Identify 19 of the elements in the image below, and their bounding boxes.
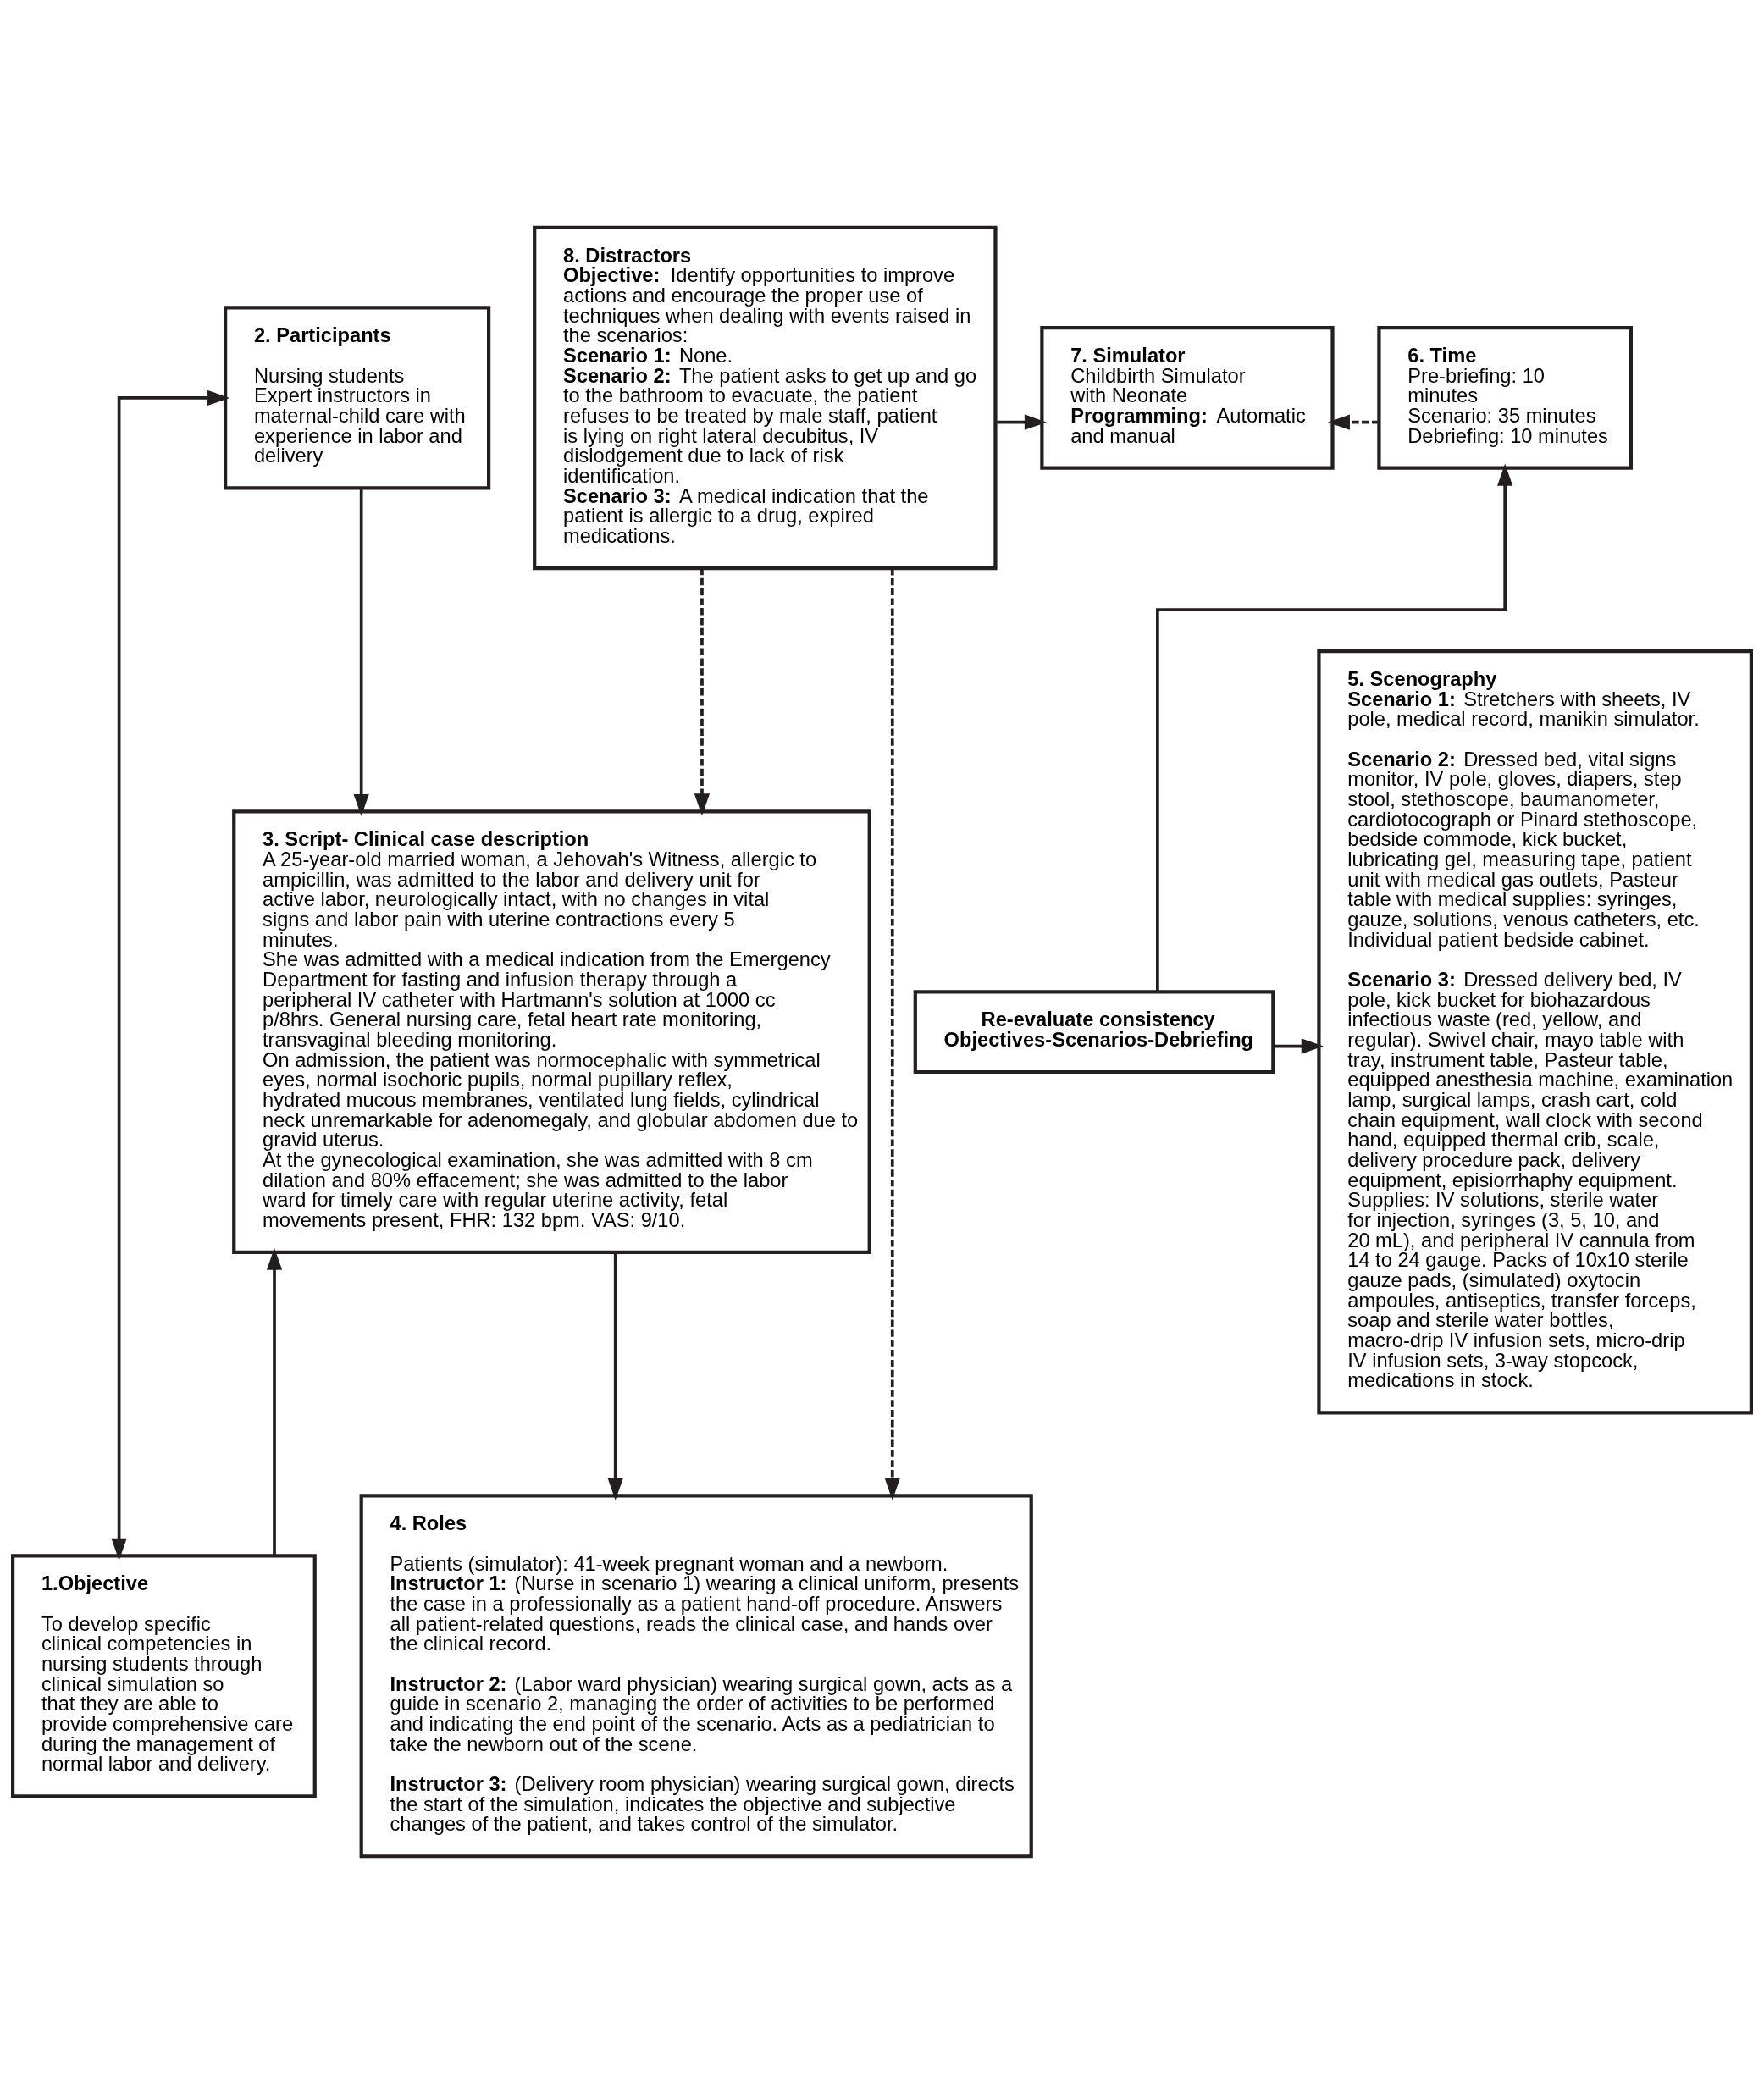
- arrow: [1273, 1037, 1324, 1054]
- arrow: [995, 414, 1047, 430]
- node-box: 1.Objective To develop specific clinical competencies in nursing students through clinical simulation so that they are able to provide comprehensive care during the management of normal labor and delivery.: [11, 1553, 317, 1798]
- arrow: [694, 567, 711, 815]
- arrow: [1327, 414, 1380, 430]
- arrow: [1156, 463, 1513, 992]
- node-box: 8. Distractors Objective: Identify opportunities to improve actions and encourage the proper use of techniques when dealing with events raised in the scenarios: Scenario 1: None. Scenario 2: The patient asks to get up and go to the bathroom to evacuate, the patient refuses to be treated by male staff, patient is lying on right lateral decubitus, IV dislodgement due to lack of risk identification. Scenario 3: A medical indication that the patient is allergic to a drug, expired medications.: [533, 225, 998, 570]
- arrow: [266, 1247, 283, 1555]
- node-box: 4. Roles Patients (simulator): 41-week pregnant woman and a newborn. Instructor 1: (Nurse in scenario 1) wearing a clinical uniform, presents the case in a professionally as a patient hand-off procedure. Answers all patient-related questions, reads the clinical case, and hands over the clinical record. Instructor 2: (Labor ward physician) wearing surgical gown, acts as a guide in scenario 2, managing the order of activities to be performed and indicating the end point of the scenario. Acts as a pediatrician to take the newborn out of the scene. Instructor 3: (Delivery room physician) wearing surgical gown, directs the start of the simulation, indicates the objective and subjective changes of the patient, and takes control of the simulator.: [359, 1493, 1033, 1858]
- arrow: [884, 567, 900, 1500]
- node-box: 3. Script- Clinical case description A 25-year-old married woman, a Jehovah's Witness, allergic to ampicillin, was admitted to the labor and delivery unit for active labor, neurologically intact, with no changes in vital signs and labor pain with uterine contractions every 5 minutes. She was admitted with a medical indication from the Emergency Department for fasting and infusion therapy through a peripheral IV catheter with Hartmann's solution at 1000 cc p/8hrs. General nursing care, fetal heart rate monitoring, transvaginal bleeding monitoring. On admission, the patient was normocephalic with symmetrical eyes, normal isochoric pupils, normal pupillary reflex, hydrated mucous membranes, ventilated lung fields, cylindrical neck unremarkable for adenomegaly, and globular abdomen due to gravid uterus. At the gynecological examination, she was admitted with 8 cm dilation and 80% effacement; she was admitted to the labor ward for timely care with regular uterine activity, fetal movements present, FHR: 132 bpm. VAS: 9/10.: [232, 809, 871, 1254]
- node-box: 7. Simulator Childbirth Simulator with Neonate Programming: Automatic and manual: [1040, 325, 1335, 470]
- arrow: [353, 487, 369, 816]
- arrow: [607, 1251, 623, 1500]
- arrow: [111, 390, 230, 1561]
- node-box: 2. Participants Nursing students Expert instructors in maternal-child care with experience in labor and delivery: [224, 305, 491, 489]
- node-box: Re-evaluate consistency Objectives-Scenarios-Debriefing: [913, 989, 1275, 1074]
- node-box: 6. Time Pre-briefing: 10 minutes Scenario: 35 minutes Debriefing: 10 minutes: [1377, 325, 1634, 470]
- node-box: 5. Scenography Scenario 1: Stretchers with sheets, IV pole, medical record, manikin simulator. Scenario 2: Dressed bed, vital signs monitor, IV pole, gloves, diapers, step stool, stethoscope, baumanometer, cardiotocograph or Pinard stethoscope, bedside commode, kick bucket, lubricating gel, measuring tape, patient unit with medical gas outlets, Pasteur table with medical supplies: syringes, gauze, solutions, venous catheters, etc. Individual patient bedside cabinet. Scenario 3: Dressed delivery bed, IV pole, kick bucket for biohazardous infectious waste (red, yellow, and regular). Swivel chair, mayo table with tray, instrument table, Pasteur table, equipped anesthesia machine, examination lamp, surgical lamps, crash cart, cold chain equipment, wall clock with second hand, equipped thermal crib, scale, delivery procedure pack, delivery equipment, episiorrhaphy equipment. Supplies: IV solutions, sterile water for injection, syringes (3, 5, 10, and 20 mL), and peripheral IV cannula from 14 to 24 gauge. Packs of 10x10 sterile gauze pads, (simulated) oxytocin ampoules, antiseptics, transfer forceps, soap and sterile water bottles, macro-drip IV infusion sets, micro-drip IV infusion sets, 3-way stopcock, medications in stock.: [1317, 649, 1753, 1414]
